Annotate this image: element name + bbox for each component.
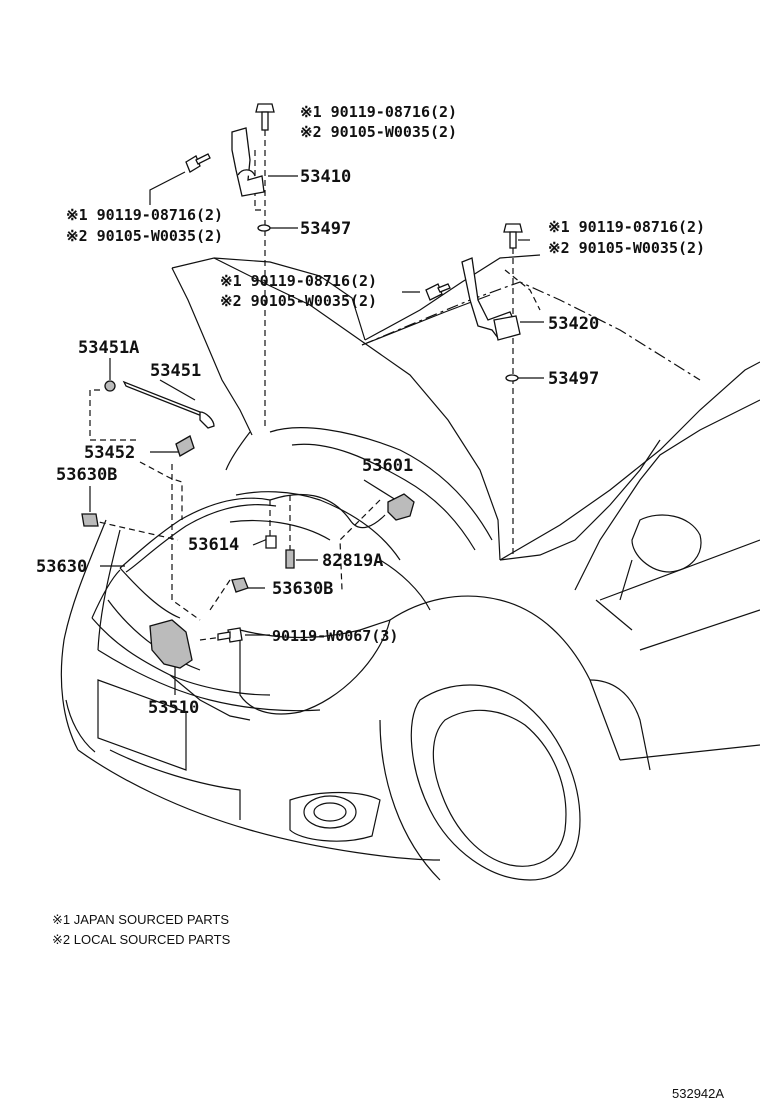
label-hinge-bolt-left-b: ※2 90105-W0035(2) <box>300 123 457 141</box>
legend-notes: ※1 JAPAN SOURCED PARTS ※2 LOCAL SOURCED … <box>52 912 231 947</box>
callout-labels: ※1 90119-08716(2) ※2 90105-W0035(2) 5341… <box>36 103 705 718</box>
label-cable-clamp-center: 53630B <box>272 579 333 599</box>
diagram-id: 532942A <box>672 1086 724 1101</box>
label-hinge-bolt-left-a: ※1 90119-08716(2) <box>300 103 457 121</box>
support-rod-53451 <box>122 380 204 418</box>
cable-clamp-center-53630B <box>231 577 249 593</box>
leader-lines <box>89 120 544 695</box>
label-hinge-right-bolt-a: ※1 90119-08716(2) <box>548 218 705 236</box>
label-hinge-left: 53410 <box>300 167 351 187</box>
label-hinge-right-bolt-b: ※2 90105-W0035(2) <box>548 239 705 257</box>
label-support-rod: 53451 <box>150 361 201 381</box>
cushion-left-53497 <box>257 224 271 232</box>
bolt-top-left <box>255 103 275 131</box>
label-hood-lock: 53510 <box>148 698 199 718</box>
cushion-right-53497 <box>505 374 519 382</box>
note-local-sourced: ※2 LOCAL SOURCED PARTS <box>52 932 231 947</box>
label-clamp: 53451A <box>78 338 139 358</box>
clip-82819A <box>285 549 295 569</box>
hood-lock-guide-53601 <box>387 493 415 521</box>
label-hinge-mid-bolt-b: ※2 90105-W0035(2) <box>220 292 377 310</box>
label-clip: 82819A <box>322 551 383 571</box>
label-cushion-left: 53497 <box>300 219 351 239</box>
vehicle-outline <box>60 254 760 881</box>
rod-holder-53452 <box>175 435 195 457</box>
note-japan-sourced: ※1 JAPAN SOURCED PARTS <box>52 912 229 927</box>
cable-clamp-left-53630B <box>81 513 99 527</box>
hood-bumper-53614 <box>265 535 277 549</box>
lock-bolt <box>217 627 243 643</box>
label-hinge-side-bolt-a: ※1 90119-08716(2) <box>66 206 223 224</box>
label-release-cable: 53630 <box>36 557 87 577</box>
hood-lock-53510 <box>149 619 193 669</box>
label-hinge-mid-bolt-a: ※1 90119-08716(2) <box>220 272 377 290</box>
label-rod-holder: 53452 <box>84 443 135 463</box>
bolt-side-left <box>185 153 211 173</box>
parts <box>81 103 523 669</box>
bolt-mid <box>425 283 451 301</box>
label-hinge-side-bolt-b: ※2 90105-W0035(2) <box>66 227 223 245</box>
label-cushion-right: 53497 <box>548 369 599 389</box>
label-hood-lock-guide: 53601 <box>362 456 413 476</box>
label-cable-clamp-left: 53630B <box>56 465 117 485</box>
label-hood-bumper: 53614 <box>188 535 239 555</box>
label-hinge-right: 53420 <box>548 314 599 334</box>
hinge-left-53410 <box>231 127 265 197</box>
clamp-53451A <box>104 380 116 392</box>
label-lock-bolt: 90119-W0067(3) <box>272 627 398 645</box>
bolt-top-right <box>503 223 523 249</box>
